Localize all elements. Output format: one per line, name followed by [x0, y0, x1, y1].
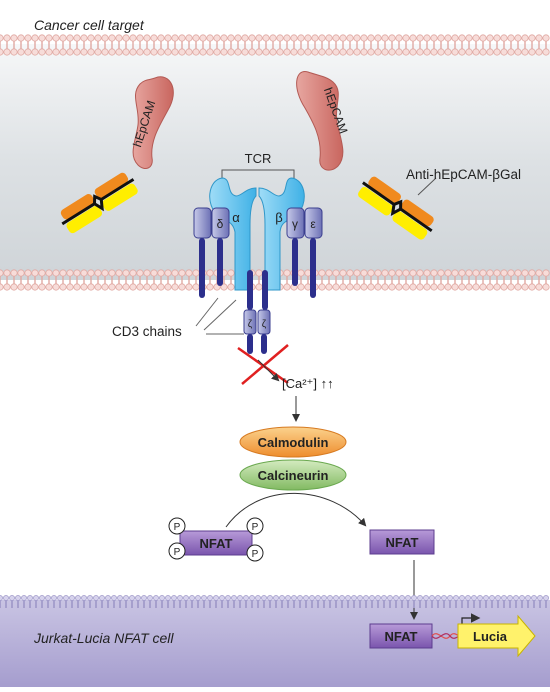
- cd3-chains-label: CD3 chains: [112, 324, 182, 339]
- epsilon-label: ε: [310, 217, 316, 231]
- calmodulin-node: [239, 426, 347, 458]
- nfat-nucleus-label: NFAT: [385, 629, 418, 644]
- antibody-left: [60, 172, 138, 234]
- calmodulin-label: Calmodulin: [258, 435, 329, 450]
- dephosphorylation-arrow: [225, 492, 367, 528]
- nfat-active-node: [369, 529, 435, 555]
- cell-membranes: [0, 34, 550, 291]
- phosphate-1: [168, 517, 186, 535]
- delta-label: δ: [217, 217, 224, 231]
- jurkat-cell-label: Jurkat-Lucia NFAT cell: [33, 630, 174, 646]
- lucia-reporter: [457, 614, 536, 658]
- calcineurin-node: [239, 459, 347, 491]
- cancer-cell-label: Cancer cell target: [34, 17, 145, 33]
- tcr-label: TCR: [245, 151, 272, 166]
- cd3-leader-1: [195, 297, 219, 327]
- phosphate-3-label: P: [174, 547, 181, 558]
- antibody-leader-line: [417, 177, 437, 196]
- phosphate-4: [246, 544, 264, 562]
- calcium-label: [Ca²⁺] ↑↑: [282, 376, 334, 391]
- gamma-label: γ: [292, 217, 298, 231]
- cd3-zeta-pair: ζ ζ: [243, 270, 271, 354]
- nfat-active-label: NFAT: [386, 535, 419, 550]
- arrow-to-calcium: [257, 359, 280, 382]
- tcr-bracket: [221, 169, 295, 180]
- nuclear-membrane: [0, 595, 549, 608]
- nfat-phospho-label: NFAT: [200, 536, 233, 551]
- phosphate-1-label: P: [174, 522, 181, 533]
- phosphate-2: [246, 517, 264, 535]
- beta-label: β: [275, 210, 282, 225]
- alpha-label: α: [232, 210, 240, 225]
- phosphate-2-label: P: [252, 522, 259, 533]
- zeta-right-label: ζ: [262, 319, 267, 330]
- antibody-label: Anti-hEpCAM-βGal: [406, 167, 521, 182]
- cd3-gamma-epsilon-pair: γ ε: [286, 207, 323, 298]
- lucia-label: Lucia: [473, 629, 508, 644]
- antibody-right: [358, 176, 434, 240]
- zeta-left-label: ζ: [248, 319, 253, 330]
- calcineurin-label: Calcineurin: [258, 468, 329, 483]
- cd3-leader-2: [203, 299, 237, 331]
- cd3-delta-pair: δ: [193, 207, 230, 298]
- phosphate-4-label: P: [252, 549, 259, 560]
- nfat-phosphorylated: NFAT P P P P: [168, 517, 264, 562]
- phosphate-3: [168, 542, 186, 560]
